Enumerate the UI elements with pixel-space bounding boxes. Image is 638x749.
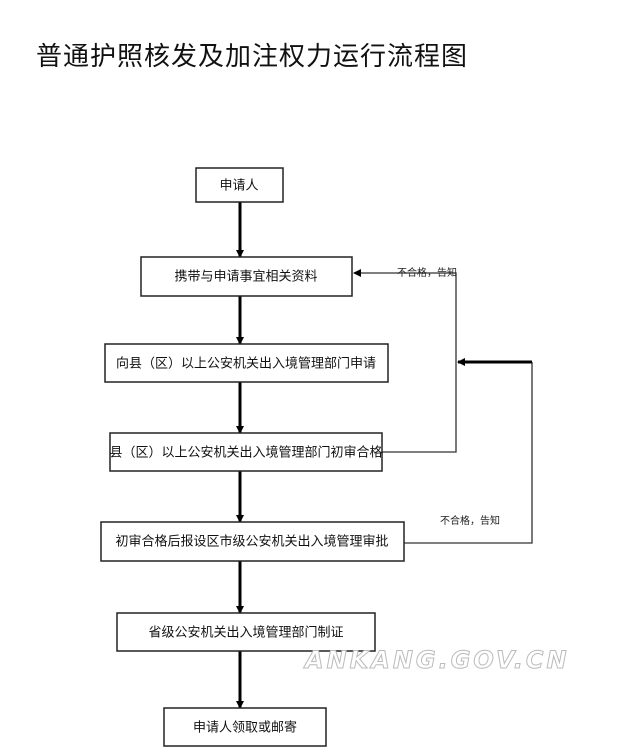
- feedback-label: 不合格，告知: [440, 514, 500, 527]
- step-label: 省级公安机关出入境管理部门制证: [148, 626, 343, 641]
- feedback-arrow-1: [353, 269, 457, 453]
- step-label: 初审合格后报设区市级公安机关出入境管理审批: [115, 534, 388, 550]
- step-box: [109, 432, 383, 472]
- step-label: 县（区）以上公安机关出入境管理部门初审合格: [109, 445, 382, 461]
- step-box: [100, 521, 405, 562]
- feedback-line-2: [404, 362, 533, 544]
- step-label: 申请人领取或邮寄: [193, 720, 297, 736]
- step-box: [163, 707, 327, 747]
- page-title: 普通护照核发及加注权力运行流程图: [36, 42, 469, 72]
- step-box: [116, 612, 376, 652]
- step-box: [140, 256, 353, 297]
- watermark: ANKANG.GOV.CN: [303, 646, 570, 674]
- step-label: 携带与申请事宜相关资料: [174, 269, 317, 285]
- step-label: 申请人: [219, 179, 258, 194]
- step-box: [104, 343, 389, 383]
- step-box: [195, 167, 284, 203]
- step-label: 向县（区）以上公安机关出入境管理部门申请: [116, 356, 376, 372]
- feedback-label: 不合格，告知: [397, 266, 457, 279]
